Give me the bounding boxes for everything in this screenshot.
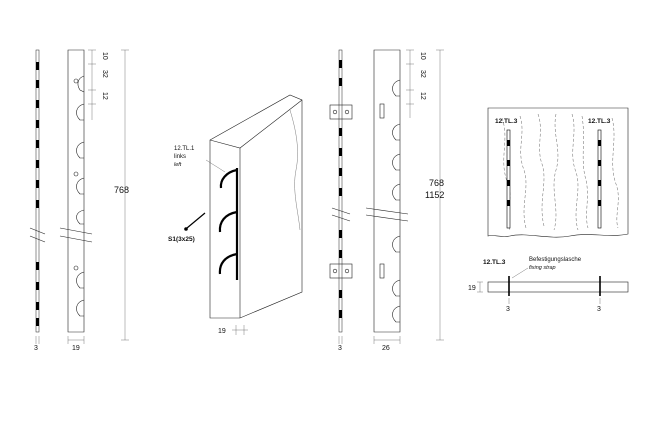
section-view: 12.TL.3 Befestigungslasche fixing strap …	[468, 257, 629, 313]
dim-strip-depth: 19	[67, 336, 85, 352]
dim-26-label: 26	[382, 345, 390, 352]
perspective-panel: 19	[209, 94, 303, 335]
dim-32-right-label: 32	[419, 70, 426, 78]
screw-label: S1(3x25)	[168, 236, 195, 243]
strip-side-view-left	[59, 49, 93, 333]
dim-strip-thickness: 3	[34, 336, 40, 352]
dim-19-perspective-label: 19	[218, 328, 226, 335]
dim-10-label: 10	[101, 52, 108, 60]
strap-label-en: fixing strap	[529, 265, 556, 271]
detail-left-strip-label: 12.TL.3	[495, 118, 518, 125]
strip-front-view-right	[329, 49, 353, 333]
part-label-left: left	[174, 162, 182, 168]
dim-length-right: 768 1152	[425, 49, 444, 341]
dim-1152-label: 1152	[425, 190, 444, 200]
screw	[184, 212, 206, 231]
section-dim-19-label: 19	[468, 285, 476, 292]
dim-12-label: 12	[101, 92, 108, 100]
section-part-label: 12.TL.3	[483, 259, 506, 266]
dim-768-right-label: 768	[429, 178, 444, 188]
dim-10-right-label: 10	[419, 52, 426, 60]
dim-strip-depth-right: 26	[373, 336, 401, 352]
section-dim-3-right-label: 3	[597, 306, 601, 313]
detail-right-strip-label: 12.TL.3	[588, 118, 611, 125]
part-label-links: links	[174, 154, 186, 160]
part-label-12-tl-1: 12.TL.1	[174, 146, 195, 152]
dim-3-label: 3	[34, 345, 38, 352]
dim-strip-thickness-right: 3	[338, 336, 343, 352]
perspective-labels: 12.TL.1 links left S1(3x25)	[168, 146, 226, 243]
dim-chain-left: 10 32 12	[88, 49, 108, 120]
wood-panel-rear-view: 12.TL.3 12.TL.3	[487, 107, 629, 238]
strap-label-de: Befestigungslasche	[529, 257, 582, 263]
dim-12-right-label: 12	[419, 92, 426, 100]
dim-length-left: 768	[114, 49, 129, 341]
dim-chain-right: 10 32 12	[406, 49, 426, 118]
strip-side-view-right	[365, 49, 409, 333]
strip-front-view-left	[29, 49, 46, 333]
dim-19-label: 19	[72, 345, 80, 352]
dim-3-right-label: 3	[338, 345, 342, 352]
dim-768-label: 768	[114, 185, 129, 195]
section-dim-3-left-label: 3	[506, 306, 510, 313]
dim-32-label: 32	[101, 70, 108, 78]
